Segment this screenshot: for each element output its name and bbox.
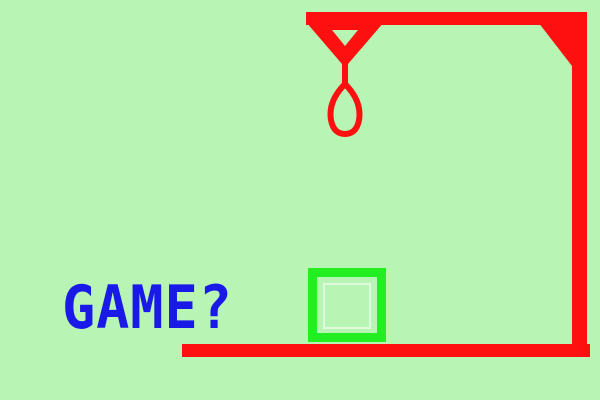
prompt-text: GAME? bbox=[62, 273, 233, 343]
answer-input-value bbox=[323, 283, 371, 329]
rope-anchor-hole bbox=[332, 30, 358, 46]
gallows-base bbox=[182, 344, 590, 357]
rope bbox=[342, 62, 348, 86]
gallows-post bbox=[572, 12, 587, 357]
answer-input-box[interactable] bbox=[308, 268, 386, 342]
gallows-beam bbox=[306, 12, 587, 25]
gallows-brace-right bbox=[538, 22, 572, 66]
noose-icon bbox=[327, 79, 363, 138]
